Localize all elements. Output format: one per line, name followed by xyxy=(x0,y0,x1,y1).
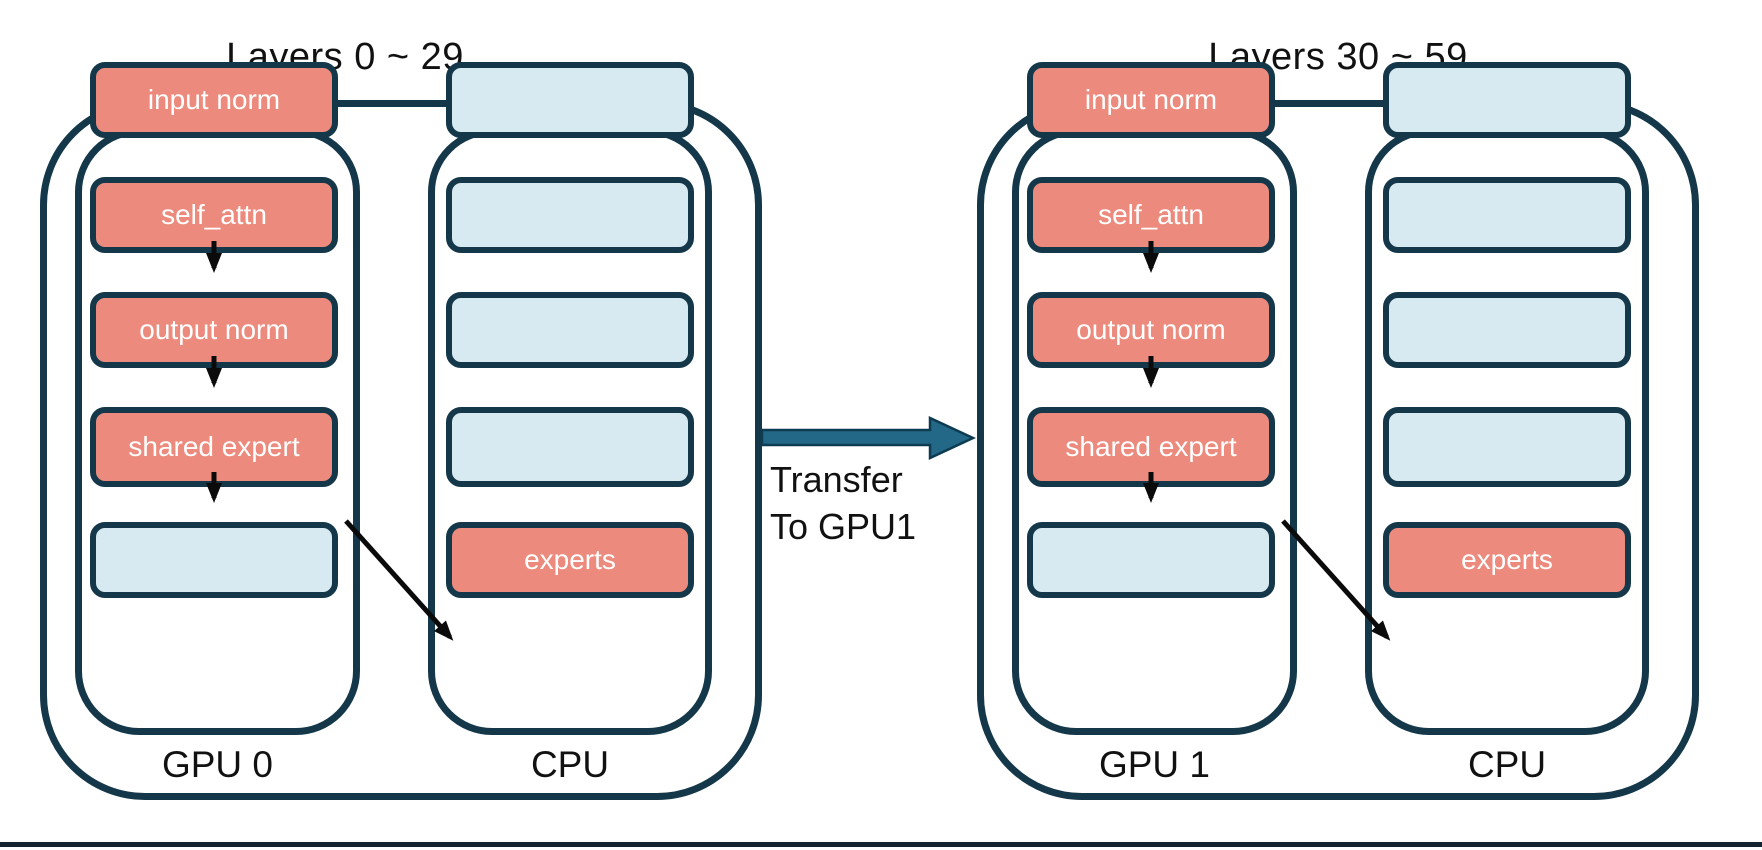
placeholder-box xyxy=(90,522,338,598)
group-layers-0-29: Layers 0 ~ 29 input norm self_attn outpu… xyxy=(40,0,762,810)
placeholder-box xyxy=(1027,522,1275,598)
layer-box-shared-expert: shared expert xyxy=(90,407,338,487)
placeholder-box xyxy=(446,407,694,487)
transfer-label-line1: Transfer xyxy=(770,459,903,500)
layer-box-self-attn: self_attn xyxy=(90,177,338,253)
placeholder-box xyxy=(446,177,694,253)
placeholder-box xyxy=(446,292,694,368)
placeholder-box xyxy=(1383,177,1631,253)
cpu-label: CPU xyxy=(530,744,610,785)
layer-box-self-attn: self_attn xyxy=(1027,177,1275,253)
layer-box-shared-expert: shared expert xyxy=(1027,407,1275,487)
placeholder-box xyxy=(1383,292,1631,368)
placeholder-box xyxy=(1383,62,1631,138)
layer-box-output-norm: output norm xyxy=(90,292,338,368)
gpu1-label: GPU 1 xyxy=(1098,744,1211,785)
layer-box-input-norm: input norm xyxy=(1027,62,1275,138)
layer-box-experts: experts xyxy=(1383,522,1631,598)
transfer-label-line2: To GPU1 xyxy=(770,506,917,547)
bottom-edge-bar xyxy=(0,842,1762,847)
gpu0-label: GPU 0 xyxy=(161,744,274,785)
layer-box-experts: experts xyxy=(446,522,694,598)
transfer-arrow-label: Transfer To GPU1 xyxy=(770,456,916,550)
placeholder-box xyxy=(446,62,694,138)
layer-box-output-norm: output norm xyxy=(1027,292,1275,368)
layer-box-input-norm: input norm xyxy=(90,62,338,138)
placeholder-box xyxy=(1383,407,1631,487)
cpu-label: CPU xyxy=(1467,744,1547,785)
group-layers-30-59: Layers 30 ~ 59 input norm self_attn outp… xyxy=(977,0,1699,810)
transfer-arrow xyxy=(760,416,976,460)
